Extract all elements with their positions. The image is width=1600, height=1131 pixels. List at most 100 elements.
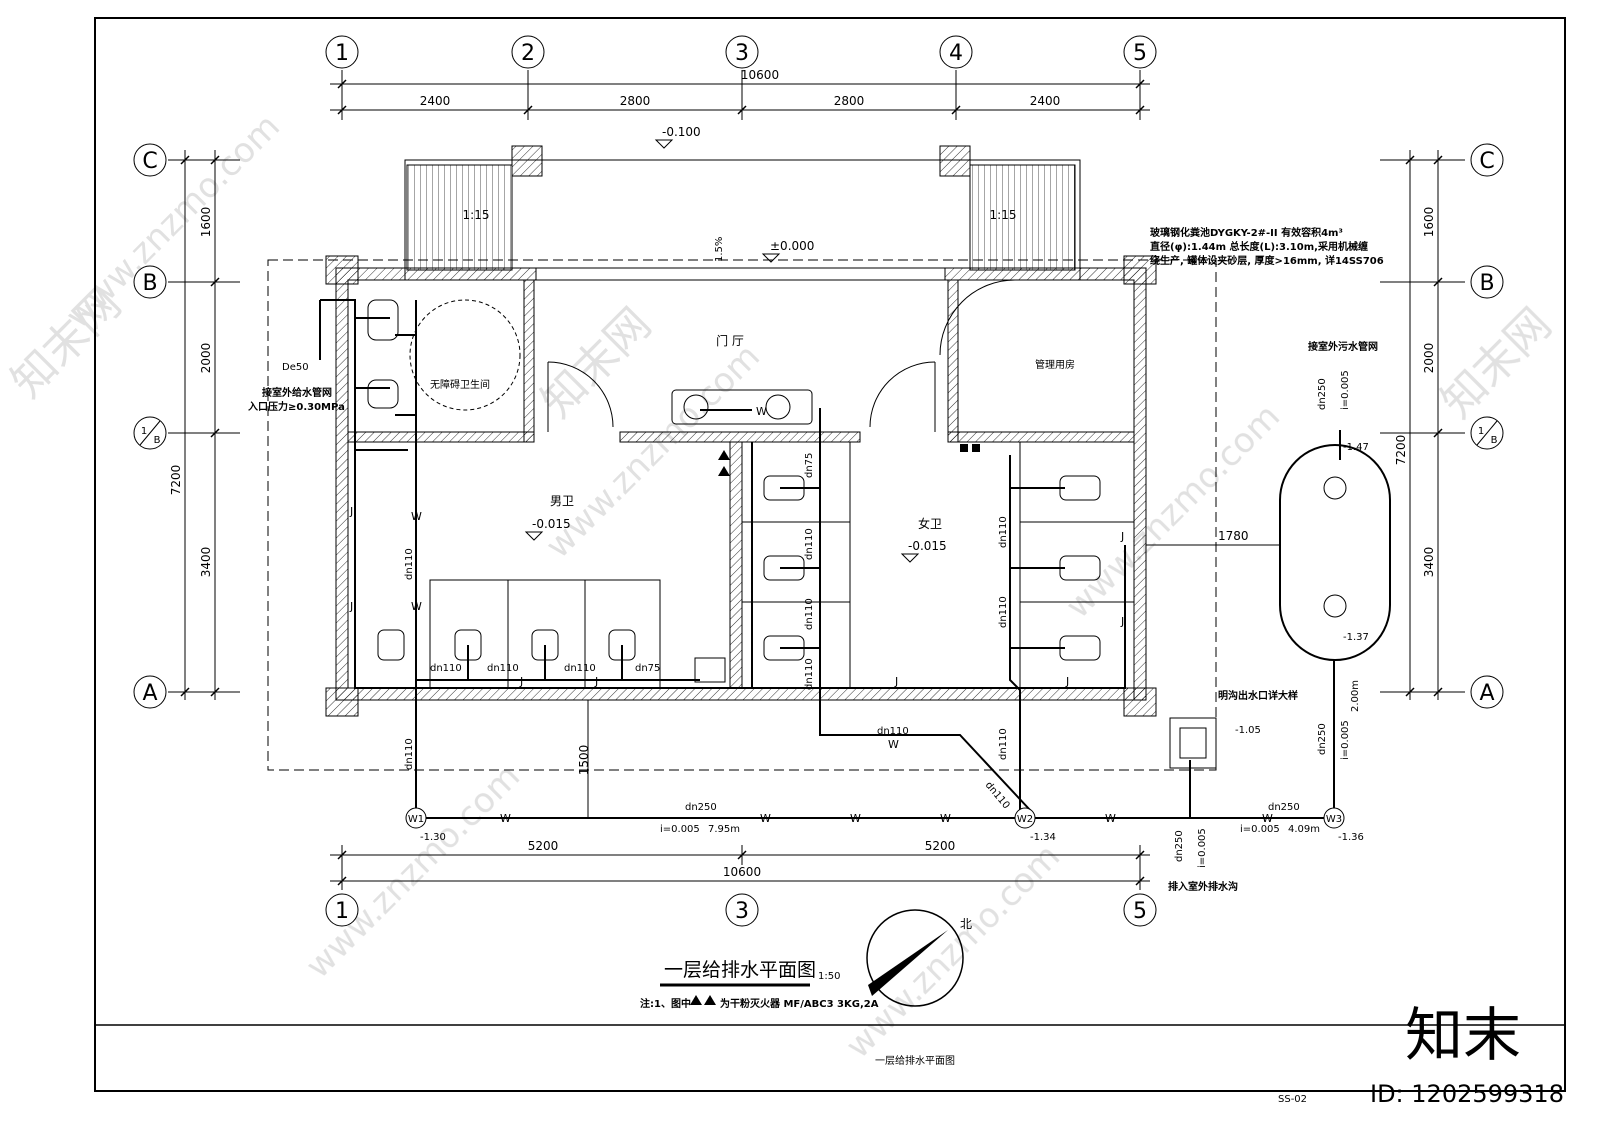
dim-left-span-2: 2000 xyxy=(199,343,213,374)
pipe-tag-w: W xyxy=(500,812,511,825)
tank-slope-top-label: i=0.005 xyxy=(1340,370,1351,410)
pipe-dn110-label: dn110 xyxy=(998,516,1009,548)
pipe-tag-j: J xyxy=(349,600,353,613)
drainage-pipes xyxy=(395,300,1341,819)
pipe-tags: J J J J J J J J W W W W W W W W W W xyxy=(349,405,1273,825)
septic-tank xyxy=(1279,444,1391,661)
axis-label-left-C: C xyxy=(142,149,157,174)
axis-label-left-1B-den: B xyxy=(154,435,161,446)
well-label-w1: W1 xyxy=(408,814,424,825)
dim-left-span-1: 1600 xyxy=(199,207,213,238)
ramp-label-left: 1:15 xyxy=(463,208,490,222)
main-pipe-label-2: dn250 xyxy=(1268,802,1300,813)
pipe-dn75-label: dn75 xyxy=(635,663,660,674)
main-slope-label-1: i=0.005 xyxy=(660,824,700,835)
watermark-id: ID: 1202599318 xyxy=(1370,1080,1564,1108)
pipe-tag-w: W xyxy=(411,510,422,523)
pipe-dn110-label: dn110 xyxy=(404,738,415,770)
room-label-women: 女卫 xyxy=(918,516,942,531)
pipe-dn110-label: dn110 xyxy=(998,728,1009,760)
axis-label-top-3: 3 xyxy=(735,41,749,66)
watermark-brand-text: 知末网 xyxy=(1432,298,1561,427)
room-label-mgmt: 管理用房 xyxy=(1035,358,1075,371)
sheet-number: SS-02 xyxy=(1278,1094,1307,1105)
pipe-tag-j: J xyxy=(349,505,353,518)
slope-label: 1.5% xyxy=(714,237,725,262)
pipe-tag-w: W xyxy=(411,600,422,613)
pipe-dn110-label: dn110 xyxy=(564,663,596,674)
pipe-dn75-label: dn75 xyxy=(804,453,815,478)
tank-spec-line-1: 玻璃钢化粪池DYGKY-2#-II 有效容积4m³ xyxy=(1150,226,1343,239)
pipe-tag-j: J xyxy=(1065,675,1069,688)
room-label-hall: 门 厅 xyxy=(716,333,744,348)
main-len-label-2: 4.09m xyxy=(1288,824,1320,835)
drawing-note: 注:1、图中 xyxy=(640,997,691,1010)
axis-label-left-1B-num: 1 xyxy=(141,426,147,437)
well-level-w1: -1.30 xyxy=(420,832,446,843)
axis-label-bottom-5: 5 xyxy=(1133,899,1147,924)
dim-right-span-2: 2000 xyxy=(1422,343,1436,374)
discharge-label: 排入室外排水沟 xyxy=(1168,880,1238,893)
axis-label-right-A: A xyxy=(1479,681,1494,706)
main-slope-label-2: i=0.005 xyxy=(1240,824,1280,835)
manholes xyxy=(405,807,1345,829)
pipe-tag-j: J xyxy=(894,675,898,688)
dim-left-total: 7200 xyxy=(169,465,183,496)
sewer-connection-label: 接室外污水管网 xyxy=(1308,340,1378,353)
pipe-dn110-label: dn110 xyxy=(487,663,519,674)
axis-label-left-A: A xyxy=(142,681,157,706)
well-label-w2: W2 xyxy=(1017,814,1033,825)
well-level-w3: -1.36 xyxy=(1338,832,1364,843)
north-arrow-icon xyxy=(866,909,964,1007)
pipe-tag-j: J xyxy=(1120,530,1124,543)
dim-right-total: 7200 xyxy=(1394,435,1408,466)
main-pipe-label-1: dn250 xyxy=(685,802,717,813)
pipe-tag-w: W xyxy=(760,812,771,825)
outlet-detail-label: 明沟出水口详大样 xyxy=(1218,689,1298,702)
ramp-label-right: 1:15 xyxy=(990,208,1017,222)
right-axis-group xyxy=(1380,143,1504,709)
watermark-site-text: www.znzmo.com xyxy=(1058,396,1288,626)
tank-top-level: -1.47 xyxy=(1343,442,1369,453)
level-men: -0.015 xyxy=(532,517,571,531)
pipe-dn110-label: dn110 xyxy=(430,663,462,674)
pipe-tag-w: W xyxy=(1262,812,1273,825)
pipe-dn110-label: dn110 xyxy=(804,528,815,560)
well-label-w3: W3 xyxy=(1326,814,1342,825)
tank-pipe-top-label: dn250 xyxy=(1317,378,1328,410)
drawing-frame xyxy=(94,17,1566,1092)
yard-depth-dim: 1500 xyxy=(577,745,591,776)
left-axis-group xyxy=(133,143,240,709)
axis-label-bottom-1: 1 xyxy=(335,899,349,924)
tank-bottom-level: -1.37 xyxy=(1343,632,1369,643)
dim-top-span-3: 2800 xyxy=(834,94,865,108)
axis-label-top-1: 1 xyxy=(335,41,349,66)
axis-label-top-5: 5 xyxy=(1133,41,1147,66)
level-entry: -0.100 xyxy=(662,125,701,139)
level-hall: ±0.000 xyxy=(770,239,814,253)
tank-pipe-bot-label: dn250 xyxy=(1317,723,1328,755)
tank-slope-bot-label: i=0.005 xyxy=(1340,720,1351,760)
axis-label-left-B: B xyxy=(142,271,157,296)
pipe-dn110-label: dn110 xyxy=(877,726,909,737)
pipe-dn110-label: dn110 xyxy=(804,658,815,690)
pipe-tag-w: W xyxy=(1105,812,1116,825)
pipe-dn110-label: dn110 xyxy=(404,548,415,580)
dim-top-span-4: 2400 xyxy=(1030,94,1061,108)
pipe-dn110-label: dn110 xyxy=(998,596,1009,628)
axis-label-top-2: 2 xyxy=(521,41,535,66)
north-label: 北 xyxy=(960,917,972,931)
septic-tank-manhole xyxy=(1323,476,1347,500)
dim-bottom-total: 10600 xyxy=(723,865,761,879)
disch-slope-label: i=0.005 xyxy=(1197,828,1208,868)
water-connection-label: 接室外给水管网 xyxy=(262,386,332,399)
water-supply-pipes xyxy=(319,299,1126,689)
pipe-tag-w: W xyxy=(940,812,951,825)
dim-top-total: 10600 xyxy=(741,68,779,82)
pipe-tag-w: W xyxy=(888,738,899,751)
axis-label-right-1B-num: 1 xyxy=(1478,426,1484,437)
disch-pipe-label: dn250 xyxy=(1174,830,1185,862)
dim-top-span-2: 2800 xyxy=(620,94,651,108)
pipe-tag-j: J xyxy=(1120,615,1124,628)
